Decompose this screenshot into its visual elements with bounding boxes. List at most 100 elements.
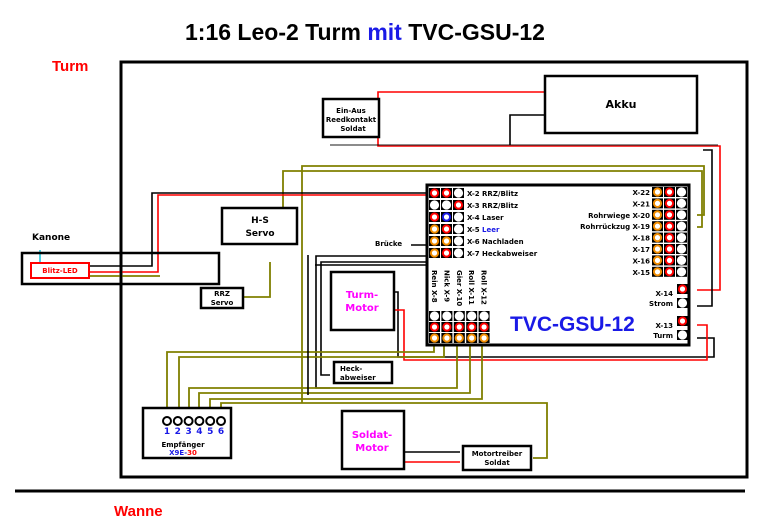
right-port-pin bbox=[676, 244, 687, 254]
wire-x9-ch2 bbox=[178, 344, 445, 416]
left-port-pin bbox=[429, 224, 440, 234]
hs-servo-box: H-S Servo bbox=[220, 206, 299, 246]
left-port-pin bbox=[453, 236, 464, 246]
left-port-function: RRZ/Blitz bbox=[482, 202, 518, 210]
kanone-label: Kanone bbox=[32, 233, 70, 243]
blitz-led-label: Blitz-LED bbox=[42, 267, 78, 275]
diagram-title: 1:16 Leo-2 Turm mit TVC-GSU-12 bbox=[185, 19, 545, 45]
section-label-wanne: Wanne bbox=[114, 503, 163, 520]
power-port-pin-minus bbox=[677, 298, 688, 308]
motortreiber-label-line1: Motortreiber bbox=[472, 450, 523, 458]
wire-x7-b bbox=[320, 261, 430, 376]
title-accent: mit bbox=[367, 19, 402, 45]
left-port-pin bbox=[429, 200, 440, 210]
power-port-pin-minus bbox=[677, 330, 688, 340]
bottom-port-pin bbox=[429, 333, 440, 343]
receiver-channel-number: 3 bbox=[185, 427, 191, 437]
left-port-pin bbox=[453, 248, 464, 258]
left-port-label: X-6 Nachladen bbox=[467, 238, 524, 246]
right-port-pin bbox=[676, 267, 687, 277]
right-port-pin bbox=[664, 267, 675, 277]
bottom-port-pin bbox=[454, 311, 464, 321]
right-port-label: Rohrrückzug X-19 bbox=[580, 223, 650, 231]
akku-box: Akku bbox=[543, 74, 699, 135]
right-port-pin bbox=[664, 187, 675, 197]
right-port-pin bbox=[652, 267, 663, 277]
right-port-pin bbox=[652, 210, 663, 220]
turm-motor-box: Turm- Motor bbox=[329, 270, 396, 332]
wire-x11-ch4 bbox=[198, 344, 471, 416]
left-port-label: X-7 Heckabweiser bbox=[467, 250, 538, 258]
bottom-port-pin bbox=[479, 322, 489, 332]
right-port-pin bbox=[652, 187, 663, 197]
reed-label-line3: Soldat bbox=[340, 125, 366, 133]
right-port-label: Rohrwiege X-20 bbox=[588, 212, 650, 220]
right-port-label: X-18 bbox=[633, 235, 651, 243]
left-port-pin bbox=[441, 188, 452, 198]
left-port-function: Laser bbox=[482, 214, 504, 222]
soldat-motor-box: Soldat- Motor bbox=[340, 409, 406, 471]
right-port-pin bbox=[664, 233, 675, 243]
bottom-port-pin bbox=[442, 322, 452, 332]
bottom-port-pin bbox=[429, 311, 440, 321]
power-port-label: Turm bbox=[653, 332, 673, 340]
empfaenger-model-prefix: X9E- bbox=[169, 449, 187, 457]
receiver-channel-number: 6 bbox=[218, 427, 224, 437]
wire-turmmotor-minus bbox=[394, 291, 715, 358]
left-port-id: X-7 bbox=[467, 250, 482, 258]
rrz-servo-label-line2: Servo bbox=[211, 299, 234, 307]
board-name-label: TVC-GSU-12 bbox=[510, 313, 635, 336]
heckabweiser-box: Heck- abweiser bbox=[332, 360, 394, 385]
left-port-pin bbox=[453, 200, 464, 210]
receiver-channel-number: 4 bbox=[196, 427, 202, 437]
empfaenger-model: X9E-30 bbox=[169, 449, 197, 457]
right-port-pin bbox=[664, 221, 675, 231]
right-port-pin bbox=[652, 244, 663, 254]
right-port-pin bbox=[664, 255, 675, 265]
bottom-port-pin bbox=[454, 322, 464, 332]
right-port-pin bbox=[664, 198, 675, 208]
hs-servo-label-line2: Servo bbox=[245, 229, 274, 239]
left-port-function: Nachladen bbox=[482, 238, 524, 246]
power-port-id: X-13 bbox=[656, 322, 674, 330]
receiver-channel-number: 5 bbox=[207, 427, 213, 437]
receiver-channel-pin bbox=[162, 416, 172, 426]
right-port-pin bbox=[652, 233, 663, 243]
power-port-pin-plus bbox=[677, 316, 688, 326]
soldat-motor-label-line1: Soldat- bbox=[352, 430, 392, 441]
left-port-id: X-4 bbox=[467, 214, 482, 222]
receiver-channel-pin bbox=[172, 416, 183, 426]
bruecke-label: Brücke bbox=[375, 240, 402, 248]
right-port-pin bbox=[664, 210, 675, 220]
receiver-channel-pin bbox=[194, 416, 205, 426]
left-port-pin bbox=[441, 212, 452, 222]
reed-label-line1: Ein-Aus bbox=[336, 107, 366, 115]
title-suffix: TVC-GSU-12 bbox=[402, 19, 545, 45]
right-port-label: X-22 bbox=[633, 189, 651, 197]
bottom-port-pin bbox=[442, 333, 452, 343]
left-port-pin bbox=[453, 224, 464, 234]
wire-akku-to-x14-minus bbox=[697, 149, 713, 307]
left-port-pin bbox=[453, 212, 464, 222]
bottom-port-pin bbox=[479, 333, 489, 343]
left-port-pin bbox=[429, 248, 440, 258]
bottom-port-label: Roll X-11 bbox=[467, 270, 475, 305]
right-port-label: X-15 bbox=[633, 269, 651, 277]
heckabweiser-label-line2: abweiser bbox=[340, 374, 376, 382]
soldat-motor-label-line2: Motor bbox=[355, 443, 388, 454]
wire-x2-plus bbox=[88, 194, 430, 273]
bottom-port-pin bbox=[467, 333, 477, 343]
wire-akku-minus bbox=[509, 114, 545, 145]
motortreiber-label-line2: Soldat bbox=[484, 459, 510, 467]
wire-reed-to-akku-plus bbox=[377, 91, 545, 98]
wire-x10-ch3 bbox=[188, 344, 458, 416]
right-port-label: X-21 bbox=[633, 200, 651, 208]
left-port-id: X-2 bbox=[467, 190, 482, 198]
bottom-port-pin bbox=[429, 322, 440, 332]
right-port-pin bbox=[676, 221, 687, 231]
